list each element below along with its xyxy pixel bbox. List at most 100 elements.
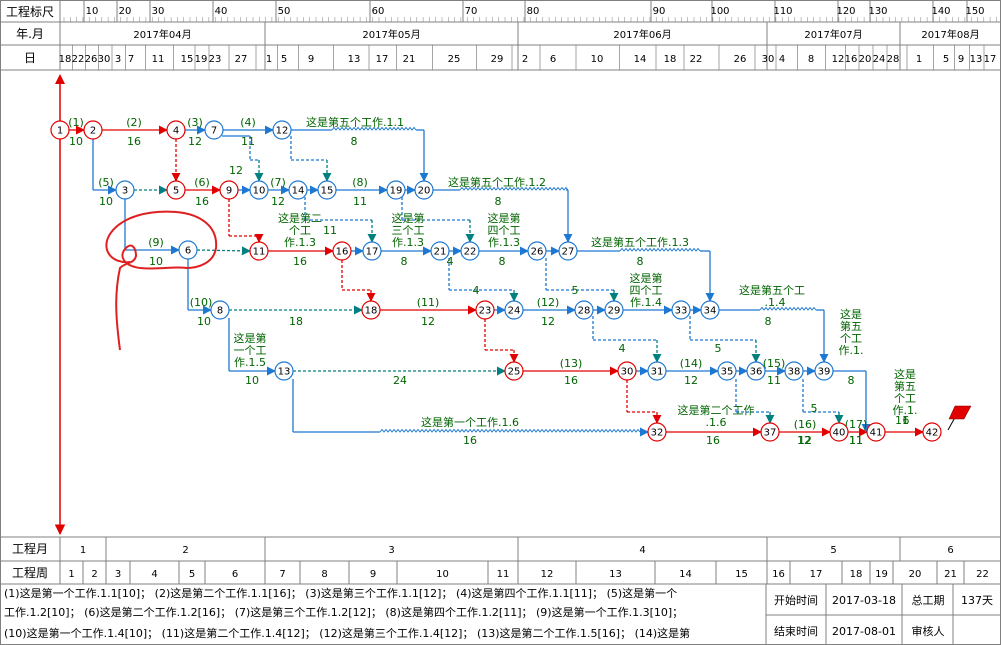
footer-week-label: 工程周: [12, 565, 48, 580]
node-39[interactable]: 39: [814, 361, 834, 381]
node-14[interactable]: 14: [288, 180, 308, 200]
node-number: 26: [531, 247, 544, 258]
node-1[interactable]: 1: [50, 120, 70, 140]
project-week-label: 16: [772, 569, 785, 580]
edge-label: 11: [849, 434, 863, 447]
node-number: 30: [621, 367, 634, 378]
node-number: 28: [578, 306, 591, 317]
edge-label: 这是第一个工作.1.6: [421, 415, 519, 429]
node-18[interactable]: 18: [361, 300, 381, 320]
project-week-label: 1: [68, 569, 74, 580]
node-20[interactable]: 20: [414, 180, 434, 200]
scale-tick-label: 150: [965, 6, 984, 17]
day-label: 7: [128, 54, 134, 65]
edge-label: 8: [637, 255, 644, 268]
node-circle: [414, 180, 434, 200]
edge-label: 作.1.3: [392, 236, 424, 249]
edge-label: 8: [765, 315, 772, 328]
end-time-label: 结束时间: [774, 625, 818, 638]
node-16[interactable]: 16: [332, 241, 352, 261]
node-27[interactable]: 27: [558, 241, 578, 261]
project-month-label: 3: [388, 545, 394, 556]
node-circle: [332, 241, 352, 261]
node-circle: [115, 180, 135, 200]
node-19[interactable]: 19: [386, 180, 406, 200]
edge-label: .1.4: [765, 296, 786, 309]
node-4[interactable]: 4: [166, 120, 186, 140]
scale-tick-label: 120: [836, 6, 855, 17]
project-week-label: 9: [370, 569, 376, 580]
edge-label: 12: [421, 315, 435, 328]
day-label: 6: [550, 54, 556, 65]
node-40[interactable]: 40: [829, 422, 849, 442]
node-2[interactable]: 2: [83, 120, 103, 140]
node-28[interactable]: 28: [574, 300, 594, 320]
node-circle: [166, 120, 186, 140]
header-day-label: 日: [24, 51, 36, 65]
node-12[interactable]: 12: [272, 120, 292, 140]
edge-label: 作.1.: [839, 344, 864, 357]
node-34[interactable]: 34: [700, 300, 720, 320]
node-13[interactable]: 13: [274, 361, 294, 381]
node-38[interactable]: 38: [784, 361, 804, 381]
edge-label: (17): [845, 418, 868, 431]
edge-label: 个工: [894, 392, 916, 405]
node-26[interactable]: 26: [527, 241, 547, 261]
node-22[interactable]: 22: [460, 241, 480, 261]
node-10[interactable]: 10: [249, 180, 269, 200]
scale-tick-label: 20: [119, 6, 132, 17]
scale-tick-label: 110: [773, 6, 792, 17]
edge-label: (2): [126, 116, 142, 129]
node-circle: [317, 180, 337, 200]
edge-label: (15): [763, 357, 786, 370]
node-33[interactable]: 33: [671, 300, 691, 320]
node-3[interactable]: 3: [115, 180, 135, 200]
free-float-wave: [331, 126, 417, 131]
node-circle: [760, 422, 780, 442]
edge-label: 这是第二: [278, 211, 322, 225]
project-month-label: 1: [80, 545, 86, 556]
node-11[interactable]: 11: [249, 241, 269, 261]
node-24[interactable]: 24: [504, 300, 524, 320]
node-circle: [274, 361, 294, 381]
node-17[interactable]: 17: [362, 241, 382, 261]
node-37[interactable]: 37: [760, 422, 780, 442]
edge-label: 16: [195, 195, 209, 208]
node-29[interactable]: 29: [604, 300, 624, 320]
node-circle: [249, 241, 269, 261]
node-41[interactable]: 41: [866, 422, 886, 442]
node-36[interactable]: 36: [746, 361, 766, 381]
node-31[interactable]: 31: [647, 361, 667, 381]
node-6[interactable]: 6: [178, 240, 198, 260]
day-label: 5: [943, 54, 949, 65]
node-number: 14: [292, 186, 305, 197]
node-7[interactable]: 7: [204, 120, 224, 140]
end-time-value: 2017-08-01: [832, 625, 896, 638]
edge-label: (3): [187, 116, 203, 129]
node-8[interactable]: 8: [210, 300, 230, 320]
edge-label: 11: [767, 374, 781, 387]
node-35[interactable]: 35: [717, 361, 737, 381]
node-25[interactable]: 25: [504, 361, 524, 381]
node-number: 33: [675, 306, 688, 317]
node-15[interactable]: 15: [317, 180, 337, 200]
node-21[interactable]: 21: [430, 241, 450, 261]
node-number: 23: [479, 306, 492, 317]
node-5[interactable]: 5: [166, 180, 186, 200]
node-32[interactable]: 32: [647, 422, 667, 442]
node-30[interactable]: 30: [617, 361, 637, 381]
node-circle: [460, 241, 480, 261]
node-42[interactable]: 42: [922, 422, 942, 442]
edge-label: 10: [197, 315, 211, 328]
project-week-label: 3: [115, 569, 121, 580]
node-9[interactable]: 9: [219, 180, 239, 200]
project-week-label: 8: [321, 569, 327, 580]
day-label: 25: [448, 54, 461, 65]
edge-label: 作.1.3: [488, 236, 520, 249]
edge-label: 一个工: [234, 344, 267, 357]
day-label: 21: [403, 54, 416, 65]
node-23[interactable]: 23: [475, 300, 495, 320]
